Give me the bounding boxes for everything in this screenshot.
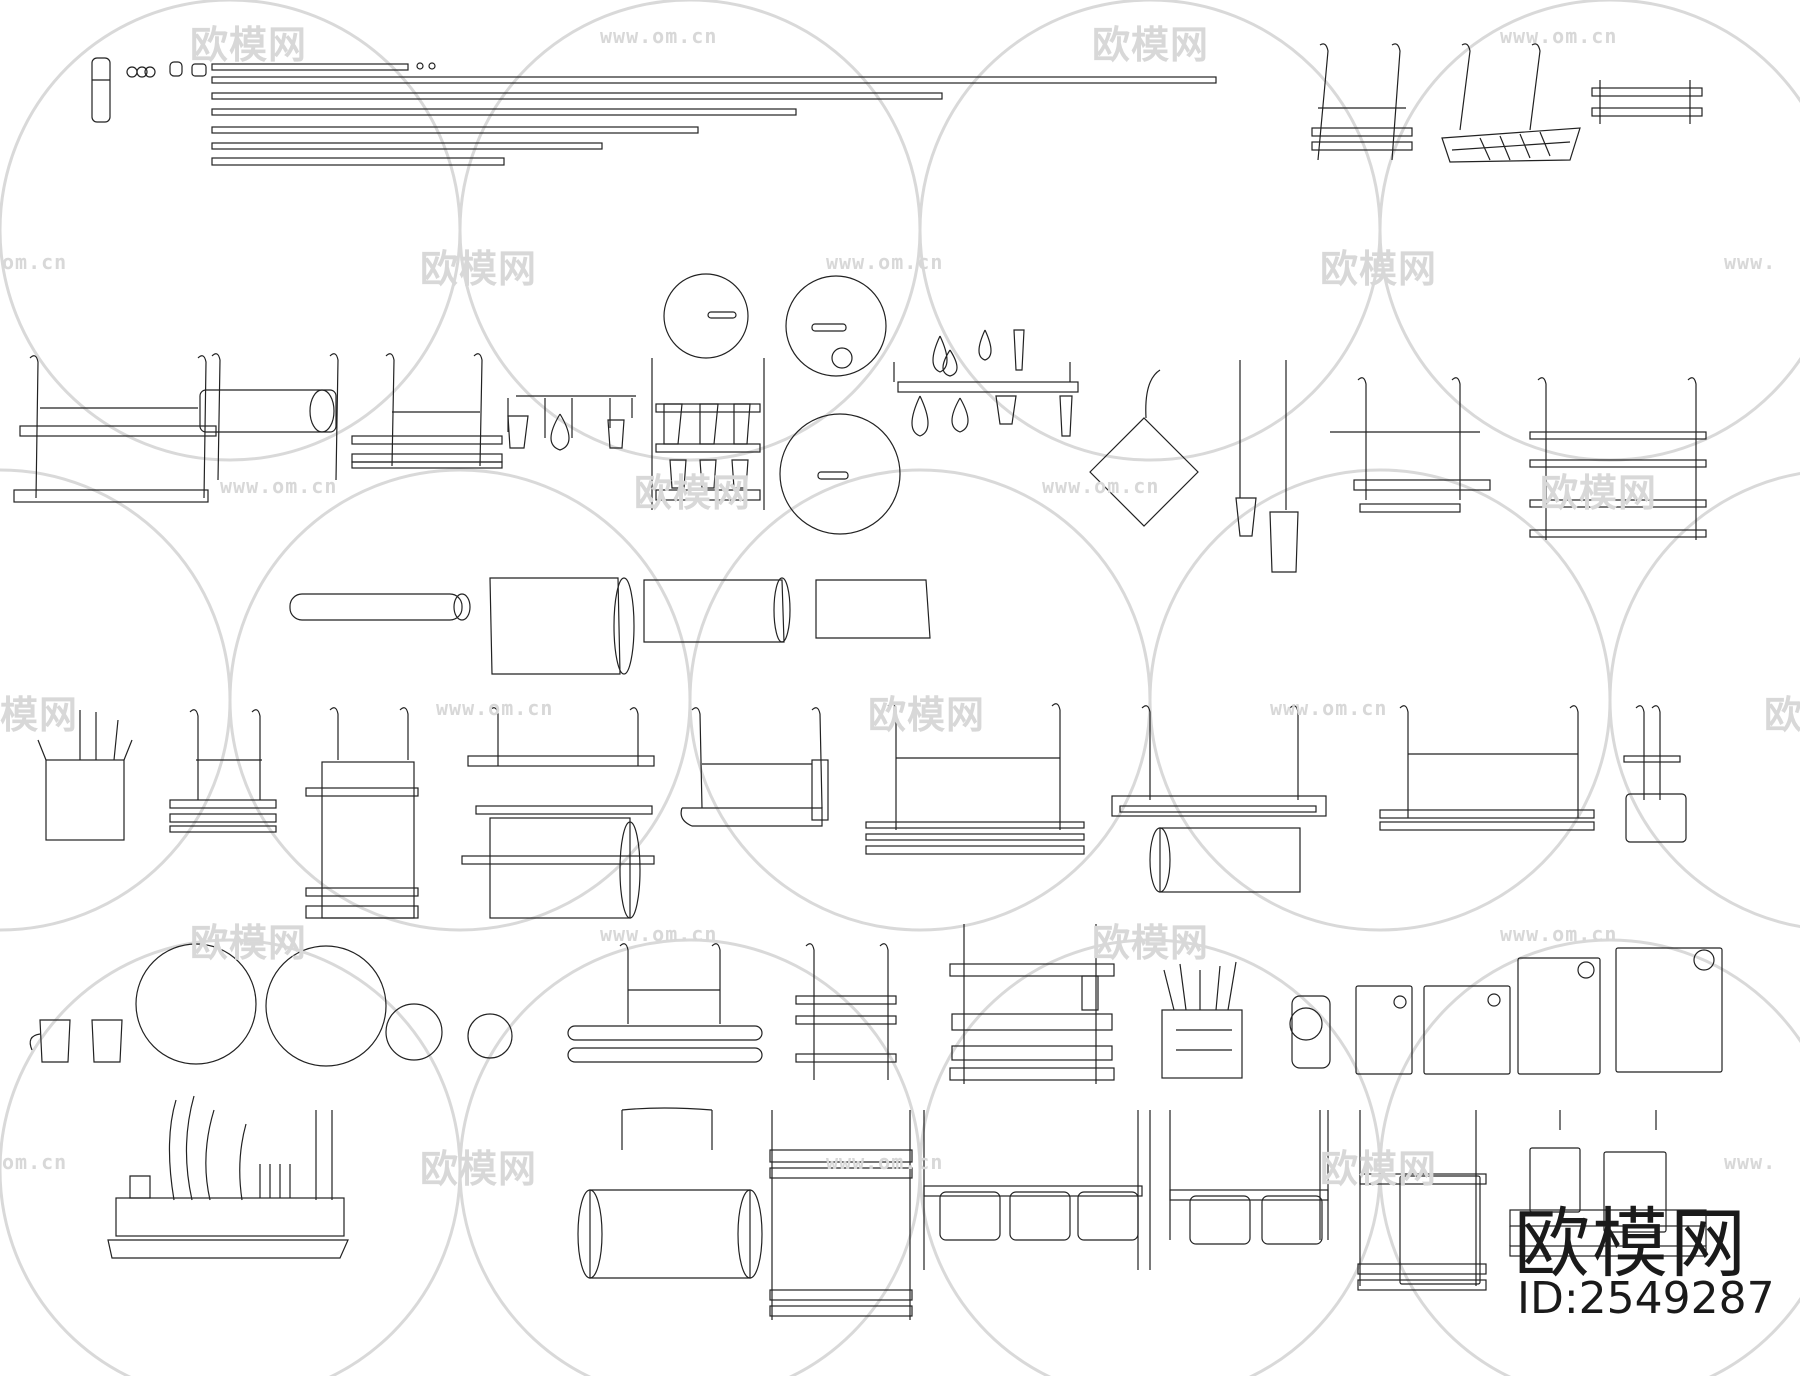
cup-icon — [29, 1019, 71, 1063]
pot-lid-icon — [779, 413, 901, 535]
end-cap-icon — [91, 57, 111, 123]
plate-icon — [265, 945, 387, 1067]
utensil-holder-icon — [45, 759, 125, 841]
dish-rack-icon — [115, 1197, 345, 1237]
foil-roll-icon — [289, 593, 463, 621]
cup-icon — [91, 1019, 123, 1063]
paper-towel-holder-icon — [199, 389, 337, 433]
cutting-board-icon — [1355, 985, 1413, 1075]
wine-glass-rack-icon — [897, 381, 1079, 393]
rail-bar — [211, 76, 1217, 84]
rail-bar — [211, 92, 943, 100]
pot-lid-icon — [663, 273, 749, 359]
spice-jar-icon — [939, 1191, 1001, 1241]
pot-lid-icon — [785, 275, 887, 377]
spatula-icon — [1235, 360, 1257, 537]
rail-bar — [211, 63, 409, 71]
spice-jar-icon — [1009, 1191, 1071, 1241]
pot-holder-icon — [1089, 417, 1199, 527]
top-right-racks — [1311, 43, 1703, 163]
utensil-cup-icon — [1625, 793, 1687, 843]
cutting-board-icon — [1399, 1175, 1481, 1285]
row6-items — [107, 1095, 1707, 1320]
plate-icon — [135, 943, 257, 1065]
paper-towel-icon — [489, 817, 631, 919]
paper-towel-icon — [1159, 827, 1301, 893]
rails-group — [91, 57, 1217, 166]
row4-racks — [37, 703, 1687, 919]
rail-bar — [211, 142, 603, 150]
spice-jar-icon — [1261, 1195, 1323, 1245]
plate-icon — [385, 1003, 443, 1061]
cutting-board-icon — [1615, 947, 1723, 1073]
plate-icon — [467, 1013, 513, 1059]
rail-bar — [211, 126, 699, 134]
rail-bar — [211, 157, 505, 166]
cutting-board-icon — [1517, 957, 1601, 1075]
row2-racks — [13, 273, 1707, 573]
hook-icon — [126, 66, 138, 78]
cutting-board-icon — [1423, 985, 1511, 1075]
paper-roll-holder-icon — [589, 1189, 751, 1279]
spice-jar-icon — [1077, 1191, 1139, 1241]
utensil-holder-icon — [1161, 1009, 1243, 1079]
stamp-brand: 欧模网 — [1514, 1199, 1748, 1288]
rail-bar — [211, 108, 797, 116]
stamp-id: ID:2549287 — [1517, 1273, 1775, 1324]
spice-jar-icon — [1189, 1195, 1251, 1245]
row5-items — [29, 924, 1723, 1084]
row3-paper — [289, 577, 931, 675]
